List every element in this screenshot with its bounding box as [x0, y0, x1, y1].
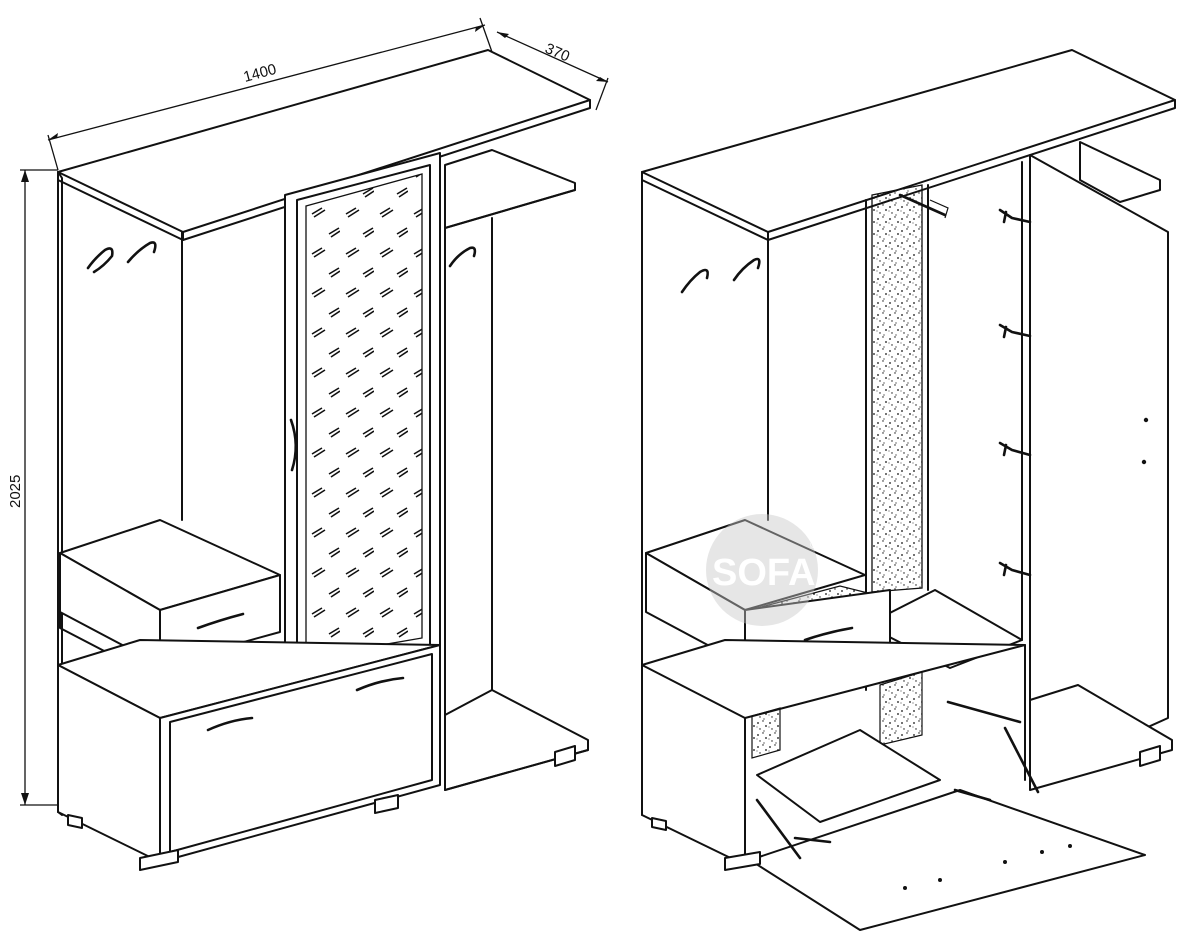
watermark-registered-mark: ®: [810, 540, 818, 551]
hinge-icon: [998, 208, 1032, 577]
sofa-watermark-logo: SOFA ®: [706, 514, 818, 626]
closed-view: [57, 49, 591, 871]
depth-dimension-label: 370: [542, 40, 572, 65]
width-dimension-label: 1400: [242, 61, 279, 86]
height-dimension-label: 2025: [7, 475, 24, 508]
dimension-lines: [20, 17, 609, 806]
open-view: [641, 49, 1176, 931]
watermark-text: SOFA: [712, 552, 815, 594]
coat-hook-icon: [680, 257, 761, 294]
coat-hook-icon: [86, 241, 477, 274]
